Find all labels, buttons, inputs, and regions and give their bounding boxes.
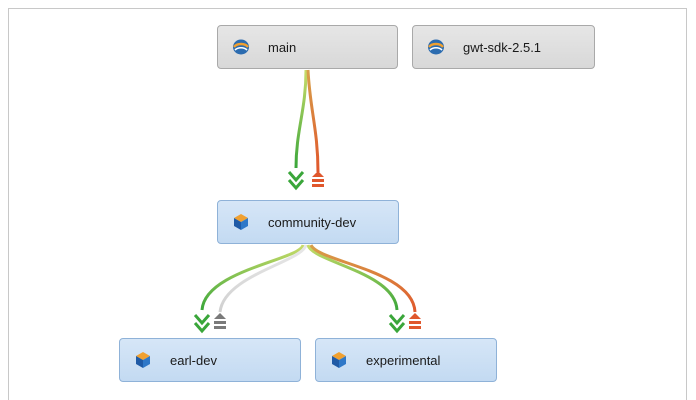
depot-node-main[interactable]: main: [217, 25, 398, 69]
depot-label: gwt-sdk-2.5.1: [463, 39, 542, 55]
depot-node-gwt-sdk[interactable]: gwt-sdk-2.5.1: [412, 25, 595, 69]
stream-label: community-dev: [268, 214, 357, 230]
stream-icon: [330, 351, 348, 369]
depot-icon: [232, 38, 250, 56]
stream-label: experimental: [366, 352, 441, 368]
depot-icon: [427, 38, 445, 56]
stream-node-experimental[interactable]: experimental: [315, 338, 497, 382]
depot-label: main: [268, 39, 297, 55]
stream-node-earl-dev[interactable]: earl-dev: [119, 338, 301, 382]
stream-icon: [232, 213, 250, 231]
stream-icon: [134, 351, 152, 369]
stream-label: earl-dev: [170, 352, 217, 368]
stream-node-community-dev[interactable]: community-dev: [217, 200, 399, 244]
